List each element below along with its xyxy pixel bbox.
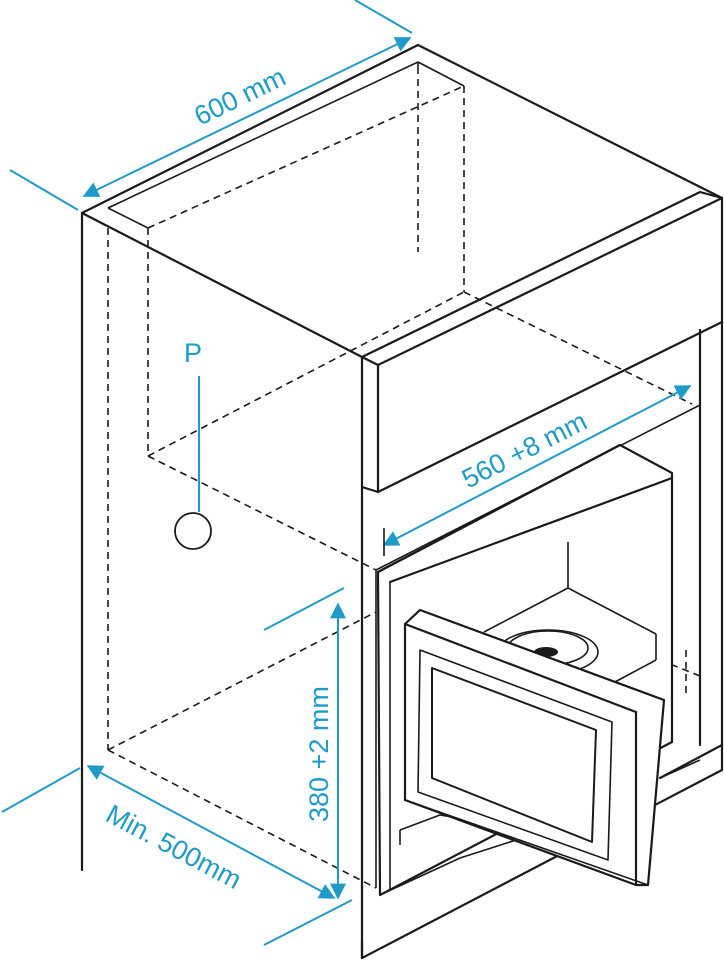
depth-label: Min. 500mm bbox=[101, 799, 246, 895]
microwave-door bbox=[403, 608, 666, 887]
dimension-niche-height: 380 +2 mm bbox=[263, 587, 353, 946]
socket-label: P bbox=[184, 338, 202, 368]
dimension-depth: Min. 500mm bbox=[1, 765, 336, 899]
niche-height-label: 380 +2 mm bbox=[304, 686, 334, 822]
socket-p: P bbox=[174, 338, 212, 550]
dimension-width-600: 600 mm bbox=[9, 0, 413, 211]
